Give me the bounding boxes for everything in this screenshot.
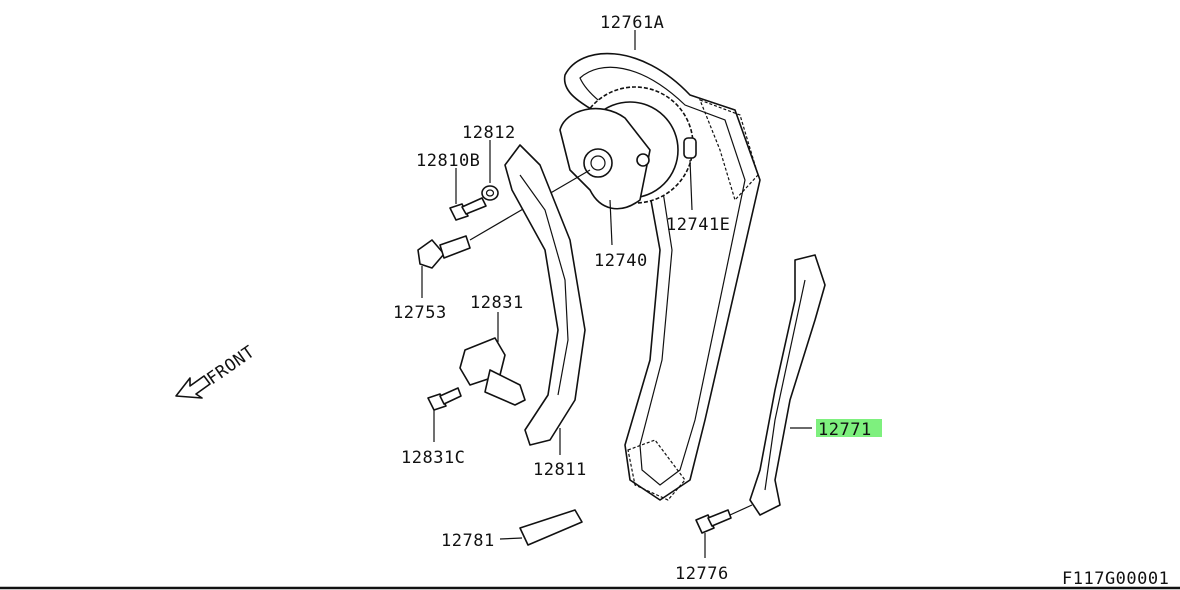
washer[interactable] (481, 185, 499, 201)
timing-chain[interactable] (563, 52, 761, 501)
front-arrow-icon (175, 375, 211, 399)
part-label-12761a[interactable]: 12761A (600, 13, 664, 33)
part-label-12812[interactable]: 12812 (462, 123, 516, 143)
tensioner-guide[interactable] (504, 144, 586, 446)
crank-key[interactable] (519, 509, 583, 546)
front-label: FRONT (203, 342, 258, 389)
guide-bolt[interactable] (695, 509, 732, 534)
chain-tensioner[interactable] (459, 337, 526, 406)
chain-guide[interactable] (749, 254, 826, 516)
tensioner-bolt[interactable] (427, 387, 462, 411)
diagram-code: F117G00001 (1062, 569, 1169, 589)
part-label-12781[interactable]: 12781 (441, 531, 495, 551)
bolt-12810b[interactable] (449, 197, 487, 221)
part-label-12741e[interactable]: 12741E (666, 215, 730, 235)
part-label-12753[interactable]: 12753 (393, 303, 447, 323)
leader-lines (421, 30, 812, 558)
sprocket-bolt[interactable] (417, 169, 591, 269)
part-label-12810b[interactable]: 12810B (416, 151, 480, 171)
part-label-12771[interactable]: 12771 (818, 420, 872, 440)
part-label-12831c[interactable]: 12831C (401, 448, 465, 468)
part-label-12776[interactable]: 12776 (675, 564, 729, 584)
camshaft-sprocket[interactable] (559, 86, 694, 210)
part-label-12811[interactable]: 12811 (533, 460, 587, 480)
part-label-12831[interactable]: 12831 (470, 293, 524, 313)
dowel-pin[interactable] (683, 137, 697, 159)
part-label-12740[interactable]: 12740 (594, 251, 648, 271)
highlight-box (816, 419, 882, 437)
